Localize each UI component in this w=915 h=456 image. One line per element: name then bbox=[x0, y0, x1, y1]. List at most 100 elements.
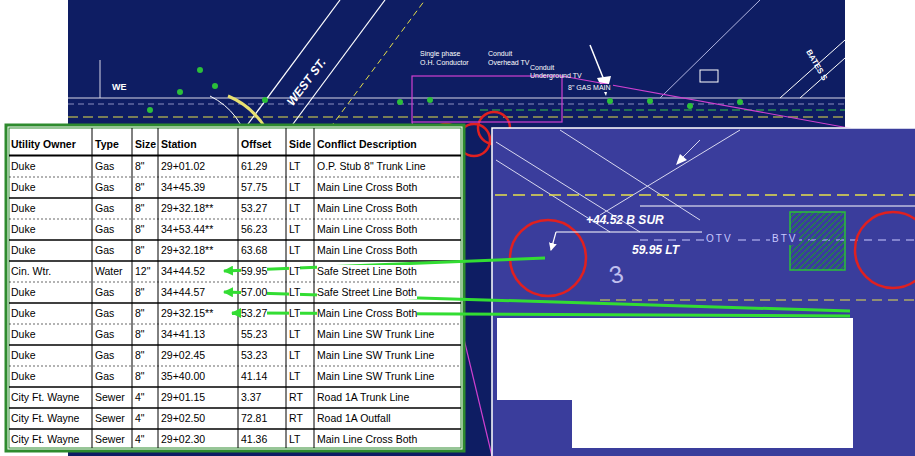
table-cell: O.P. Stub 8" Trunk Line bbox=[317, 160, 426, 173]
table-cell: Duke bbox=[11, 307, 36, 320]
table-cell: 34+41.13 bbox=[161, 328, 205, 341]
table-cell: Duke bbox=[11, 328, 36, 341]
table-cell: 29+32.18** bbox=[161, 244, 213, 257]
table-cell: 3.37 bbox=[241, 391, 261, 404]
table-cell: LT bbox=[289, 307, 300, 320]
table-cell: 29+32.18** bbox=[161, 202, 213, 215]
table-cell: RT bbox=[289, 412, 303, 425]
line-code: BTV bbox=[770, 233, 799, 245]
conflict-table bbox=[9, 366, 461, 367]
station-callout: +44.52 B SUR bbox=[586, 213, 664, 227]
conflict-table bbox=[6, 125, 464, 451]
table-cell: 59.95 bbox=[241, 265, 267, 278]
tree-dot bbox=[177, 89, 183, 95]
table-header: Offset bbox=[241, 138, 271, 151]
tree-dot bbox=[197, 67, 203, 73]
cad-plan bbox=[68, 98, 845, 99]
utility-note: Underground TV bbox=[530, 72, 582, 80]
table-cell: Water bbox=[95, 265, 123, 278]
tree-dot bbox=[147, 67, 743, 113]
conflict-table bbox=[9, 239, 461, 241]
conflict-table bbox=[9, 282, 461, 283]
table-cell: 8" bbox=[135, 202, 145, 215]
zoom-inset bbox=[497, 318, 853, 448]
table-cell: Duke bbox=[11, 202, 36, 215]
zoom-inset bbox=[855, 212, 915, 288]
table-cell: Main Line Cross Both bbox=[317, 433, 417, 446]
table-cell: Gas bbox=[95, 181, 114, 194]
table-cell: 8" bbox=[135, 328, 145, 341]
zoom-inset bbox=[600, 300, 915, 301]
zoom-inset bbox=[600, 130, 740, 215]
table-cell: 8" bbox=[135, 160, 145, 173]
conflict-table bbox=[92, 128, 93, 448]
conflict-table bbox=[132, 128, 133, 448]
conflict-table bbox=[9, 344, 461, 346]
table-cell: 41.14 bbox=[241, 370, 267, 383]
table-cell: 29+01.15 bbox=[161, 391, 205, 404]
tree-dot bbox=[212, 83, 218, 89]
conflict-table bbox=[9, 219, 461, 220]
table-cell: 4" bbox=[135, 412, 145, 425]
zoom-inset bbox=[640, 206, 915, 207]
table-cell: 8" bbox=[135, 307, 145, 320]
cad-plan bbox=[480, 109, 845, 110]
table-cell: 8" bbox=[135, 181, 145, 194]
table-cell: LT bbox=[289, 244, 300, 257]
table-cell: Gas bbox=[95, 286, 114, 299]
table-cell: LT bbox=[289, 349, 300, 362]
table-header: Size bbox=[135, 138, 156, 151]
conflict-table bbox=[9, 386, 461, 388]
conflict-table bbox=[9, 407, 461, 409]
utility-note: Conduit bbox=[530, 64, 554, 72]
table-cell: 29+32.15** bbox=[161, 307, 213, 320]
table-cell: Main Line Cross Both bbox=[317, 202, 417, 215]
cad-plan bbox=[700, 70, 718, 82]
table-cell: LT bbox=[289, 223, 300, 236]
zoom-inset bbox=[495, 194, 915, 196]
table-cell: Safe Street Line Both bbox=[317, 286, 417, 299]
conflict-table bbox=[9, 197, 461, 199]
table-cell: Sewer bbox=[95, 391, 125, 404]
table-cell: 4" bbox=[135, 433, 145, 446]
tree-dot bbox=[397, 99, 403, 105]
table-cell: LT bbox=[289, 160, 300, 173]
table-cell: Duke bbox=[11, 286, 36, 299]
cad-plan bbox=[68, 104, 845, 105]
table-cell: 53.27 bbox=[241, 307, 267, 320]
cad-plan bbox=[780, 40, 845, 98]
table-cell: 55.23 bbox=[241, 328, 267, 341]
conflict-table bbox=[9, 177, 461, 178]
offset-callout: 59.95 LT bbox=[632, 243, 679, 257]
conflict-table bbox=[6, 125, 464, 451]
tree-dot bbox=[647, 98, 653, 104]
table-cell: 61.29 bbox=[241, 160, 267, 173]
conflict-table bbox=[9, 324, 461, 325]
table-cell: 34+53.44** bbox=[161, 223, 213, 236]
table-cell: City Ft. Wayne bbox=[11, 391, 79, 404]
tree-dot bbox=[262, 97, 268, 103]
table-cell: 8" bbox=[135, 370, 145, 383]
table-cell: LT bbox=[289, 433, 300, 446]
table-cell: 57.75 bbox=[241, 181, 267, 194]
table-cell: 8" bbox=[135, 244, 145, 257]
zoom-inset bbox=[676, 154, 687, 165]
zoom-inset bbox=[492, 128, 915, 456]
utility-note: Single phase bbox=[420, 50, 460, 58]
table-cell: Gas bbox=[95, 202, 114, 215]
tree-dot bbox=[737, 99, 743, 105]
table-cell: Main Line SW Trunk Line bbox=[317, 328, 434, 341]
cad-plan bbox=[590, 45, 604, 80]
table-cell: Duke bbox=[11, 244, 36, 257]
table-header: Side bbox=[289, 138, 311, 151]
conflict-table bbox=[9, 155, 461, 157]
zoom-line bbox=[412, 76, 562, 122]
tree-dot bbox=[147, 107, 153, 113]
table-cell: 12" bbox=[135, 265, 150, 278]
table-cell: 34+45.39 bbox=[161, 181, 205, 194]
conflict-table bbox=[286, 128, 287, 448]
table-cell: Main Line Cross Both bbox=[317, 223, 417, 236]
table-cell: 53.27 bbox=[241, 202, 267, 215]
table-cell: 8" bbox=[135, 349, 145, 362]
table-cell: Road 1A Outfall bbox=[317, 412, 391, 425]
